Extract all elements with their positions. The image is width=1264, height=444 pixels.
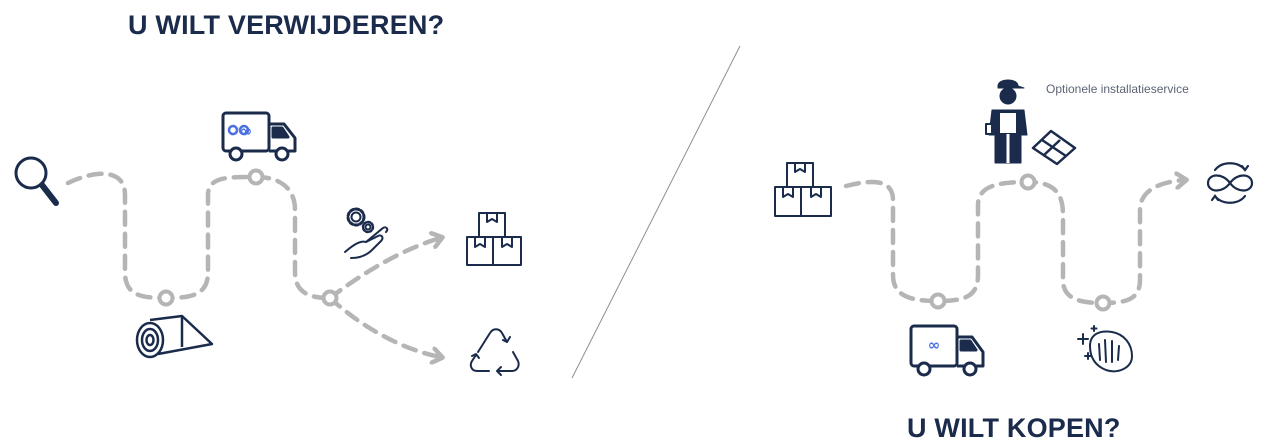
path-node	[1019, 173, 1037, 191]
delivery-truck-icon: ∞	[221, 111, 297, 162]
installer-worker-icon	[985, 79, 1028, 164]
remove-section-title: U WILT VERWIJDEREN?	[128, 10, 445, 40]
path-node	[247, 168, 265, 186]
remove-flow-nodes	[157, 168, 339, 307]
carpet-roll-icon	[135, 314, 214, 359]
recycle-icon	[469, 328, 520, 376]
path-node	[321, 289, 339, 307]
svg-text:∞: ∞	[928, 336, 941, 354]
path-node	[929, 292, 947, 310]
buy-flow-nodes	[929, 173, 1112, 312]
path-node	[1094, 294, 1112, 312]
svg-text:∞: ∞	[240, 122, 253, 140]
search-icon	[14, 156, 59, 206]
section-divider	[571, 45, 741, 379]
cleaning-hand-icon	[1077, 325, 1133, 373]
path-node	[157, 289, 175, 307]
buy-flow-path	[843, 180, 1184, 306]
delivery-truck-icon: ∞	[909, 324, 985, 377]
installation-service-caption: Optionele installatieservice	[1046, 82, 1189, 96]
tiles-icon	[1031, 129, 1077, 166]
gear-hand-icon	[344, 207, 389, 259]
infinity-cycle-icon	[1206, 162, 1254, 204]
boxes-icon	[774, 162, 832, 217]
boxes-icon	[466, 212, 522, 266]
buy-section-title: U WILT KOPEN?	[907, 413, 1121, 443]
remove-flow-path	[65, 171, 440, 357]
